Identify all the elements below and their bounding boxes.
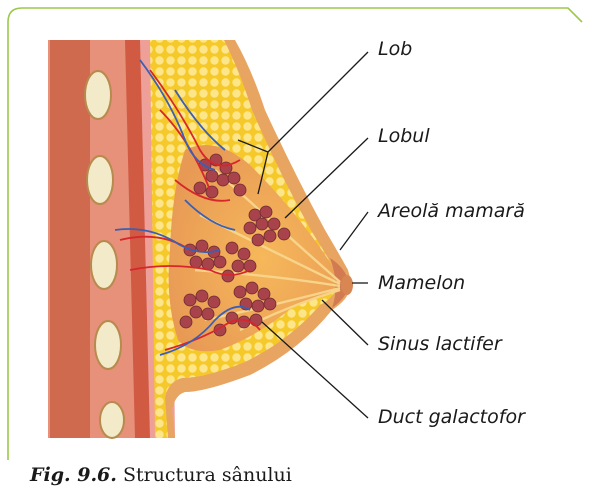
figure-caption: Fig. 9.6. Structura sânului [30,466,292,485]
figure-title: Structura sânului [117,464,292,486]
intercostal-muscles [50,40,90,438]
label-sinus-lactifer: Sinus lactifer [378,335,502,354]
figure-number: Fig. 9.6. [30,464,117,486]
label-duct-galactofor: Duct galactofor [378,408,525,427]
label-areola: Areolă mamară [378,202,525,221]
label-mamelon: Mamelon [378,274,465,293]
nipple [341,275,353,295]
label-lobul: Lobul [378,127,430,146]
label-lob: Lob [378,40,412,59]
